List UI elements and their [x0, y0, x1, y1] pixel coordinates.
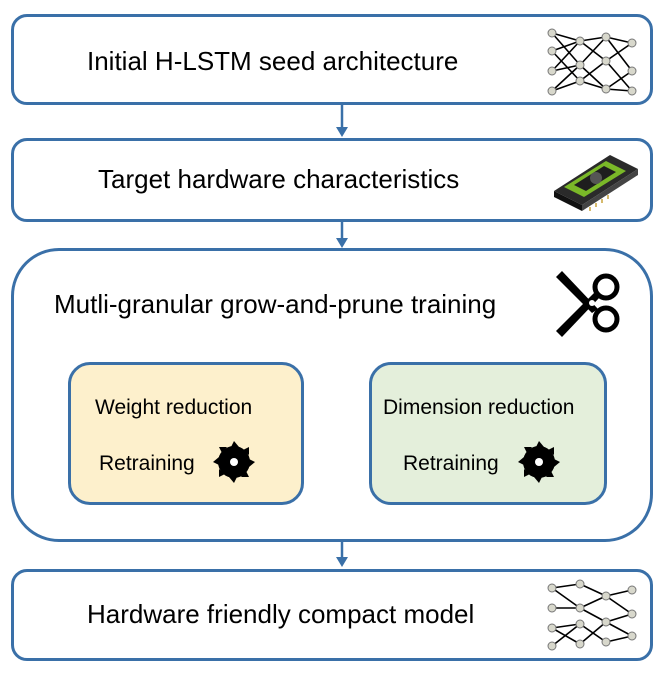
dimension-reduction-title: Dimension reduction [383, 396, 575, 419]
sparse-network-icon [547, 579, 637, 651]
arrow-down-icon [336, 105, 348, 137]
weight-reduction-title: Weight reduction [95, 396, 253, 419]
stage-grow-and-prune-training: Mutli-granular grow-and-prune training W… [11, 248, 653, 542]
saw-blade-icon [518, 441, 560, 483]
saw-blade-icon [213, 441, 255, 483]
stage-label: Initial H-LSTM seed architecture [87, 46, 459, 76]
stage-label: Target hardware characteristics [98, 164, 460, 194]
arrow-down-icon [336, 541, 348, 567]
retraining-label: Retraining [403, 452, 499, 475]
stage-target-hardware: Target hardware characteristics [11, 138, 653, 222]
neural-network-icon [547, 28, 637, 96]
weight-reduction-box: Weight reduction Retraining [68, 362, 304, 505]
stage-label: Mutli-granular grow-and-prune training [54, 289, 497, 319]
stage-seed-architecture: Initial H-LSTM seed architecture [11, 14, 653, 105]
stage-label: Hardware friendly compact model [87, 599, 475, 629]
dimension-reduction-box: Dimension reduction Retraining [369, 362, 607, 505]
arrow-down-icon [336, 222, 348, 248]
gpu-card-icon [554, 155, 638, 211]
scissors-icon [556, 271, 620, 337]
retraining-label: Retraining [99, 452, 195, 475]
stage-compact-model: Hardware friendly compact model [11, 569, 653, 661]
